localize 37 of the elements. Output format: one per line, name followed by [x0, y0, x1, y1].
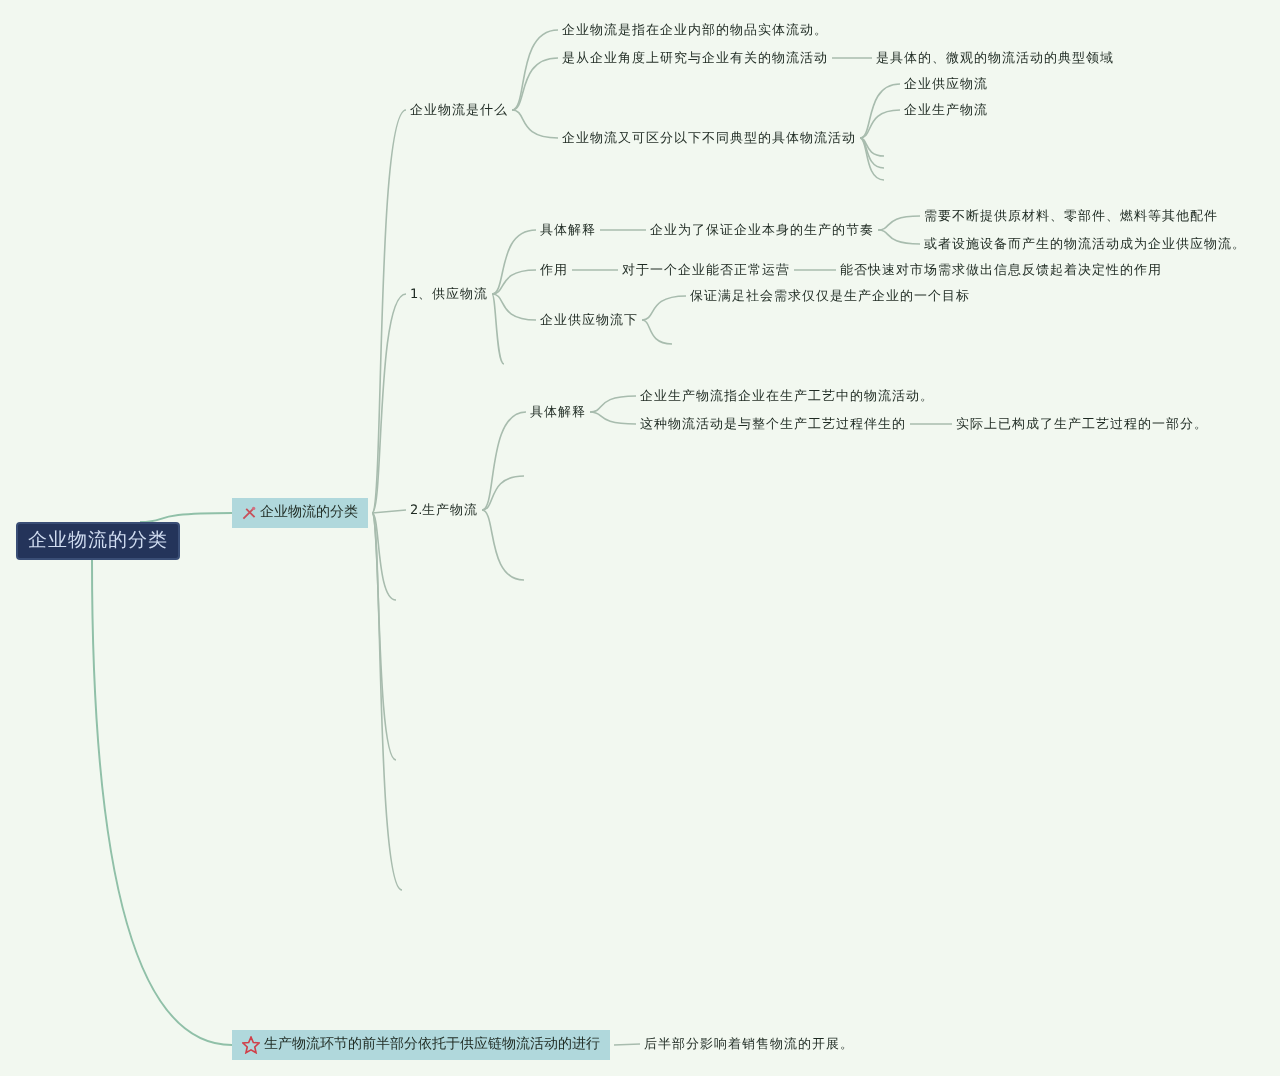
branch-line — [91, 559, 233, 1046]
branch-line — [641, 295, 687, 321]
branch-line — [371, 512, 403, 891]
branch-line — [491, 229, 537, 295]
branch-line — [859, 137, 885, 157]
branch-line — [511, 109, 559, 139]
branch-line — [371, 509, 407, 514]
topic-box — [232, 1029, 610, 1059]
branch-line — [481, 475, 525, 511]
branch-line — [641, 319, 673, 345]
branch-line — [859, 137, 885, 169]
branch-line — [877, 215, 921, 231]
branch-line — [491, 293, 537, 321]
branch-line — [481, 411, 527, 511]
branch-line — [859, 109, 901, 139]
branch-line — [589, 411, 637, 425]
branch-line — [371, 109, 407, 514]
branch-line — [511, 57, 559, 111]
branch-line — [371, 293, 407, 514]
branch-line — [511, 29, 559, 111]
branch-line — [371, 512, 397, 601]
branch-line — [481, 509, 525, 581]
topic-box — [232, 497, 368, 527]
branch-line — [859, 83, 901, 139]
branch-line — [909, 423, 953, 425]
branch-line — [589, 395, 637, 413]
branch-line — [491, 293, 505, 365]
root-topic-box: 企业物流的分类 — [16, 521, 180, 559]
branch-line — [571, 269, 619, 271]
branch-line — [831, 57, 873, 59]
branch-line — [613, 1043, 641, 1046]
branch-line — [877, 229, 921, 245]
branch-line — [371, 512, 397, 761]
branch-line — [859, 137, 885, 181]
branch-line — [491, 269, 537, 295]
branch-line — [599, 229, 647, 231]
branch-line — [793, 269, 837, 271]
